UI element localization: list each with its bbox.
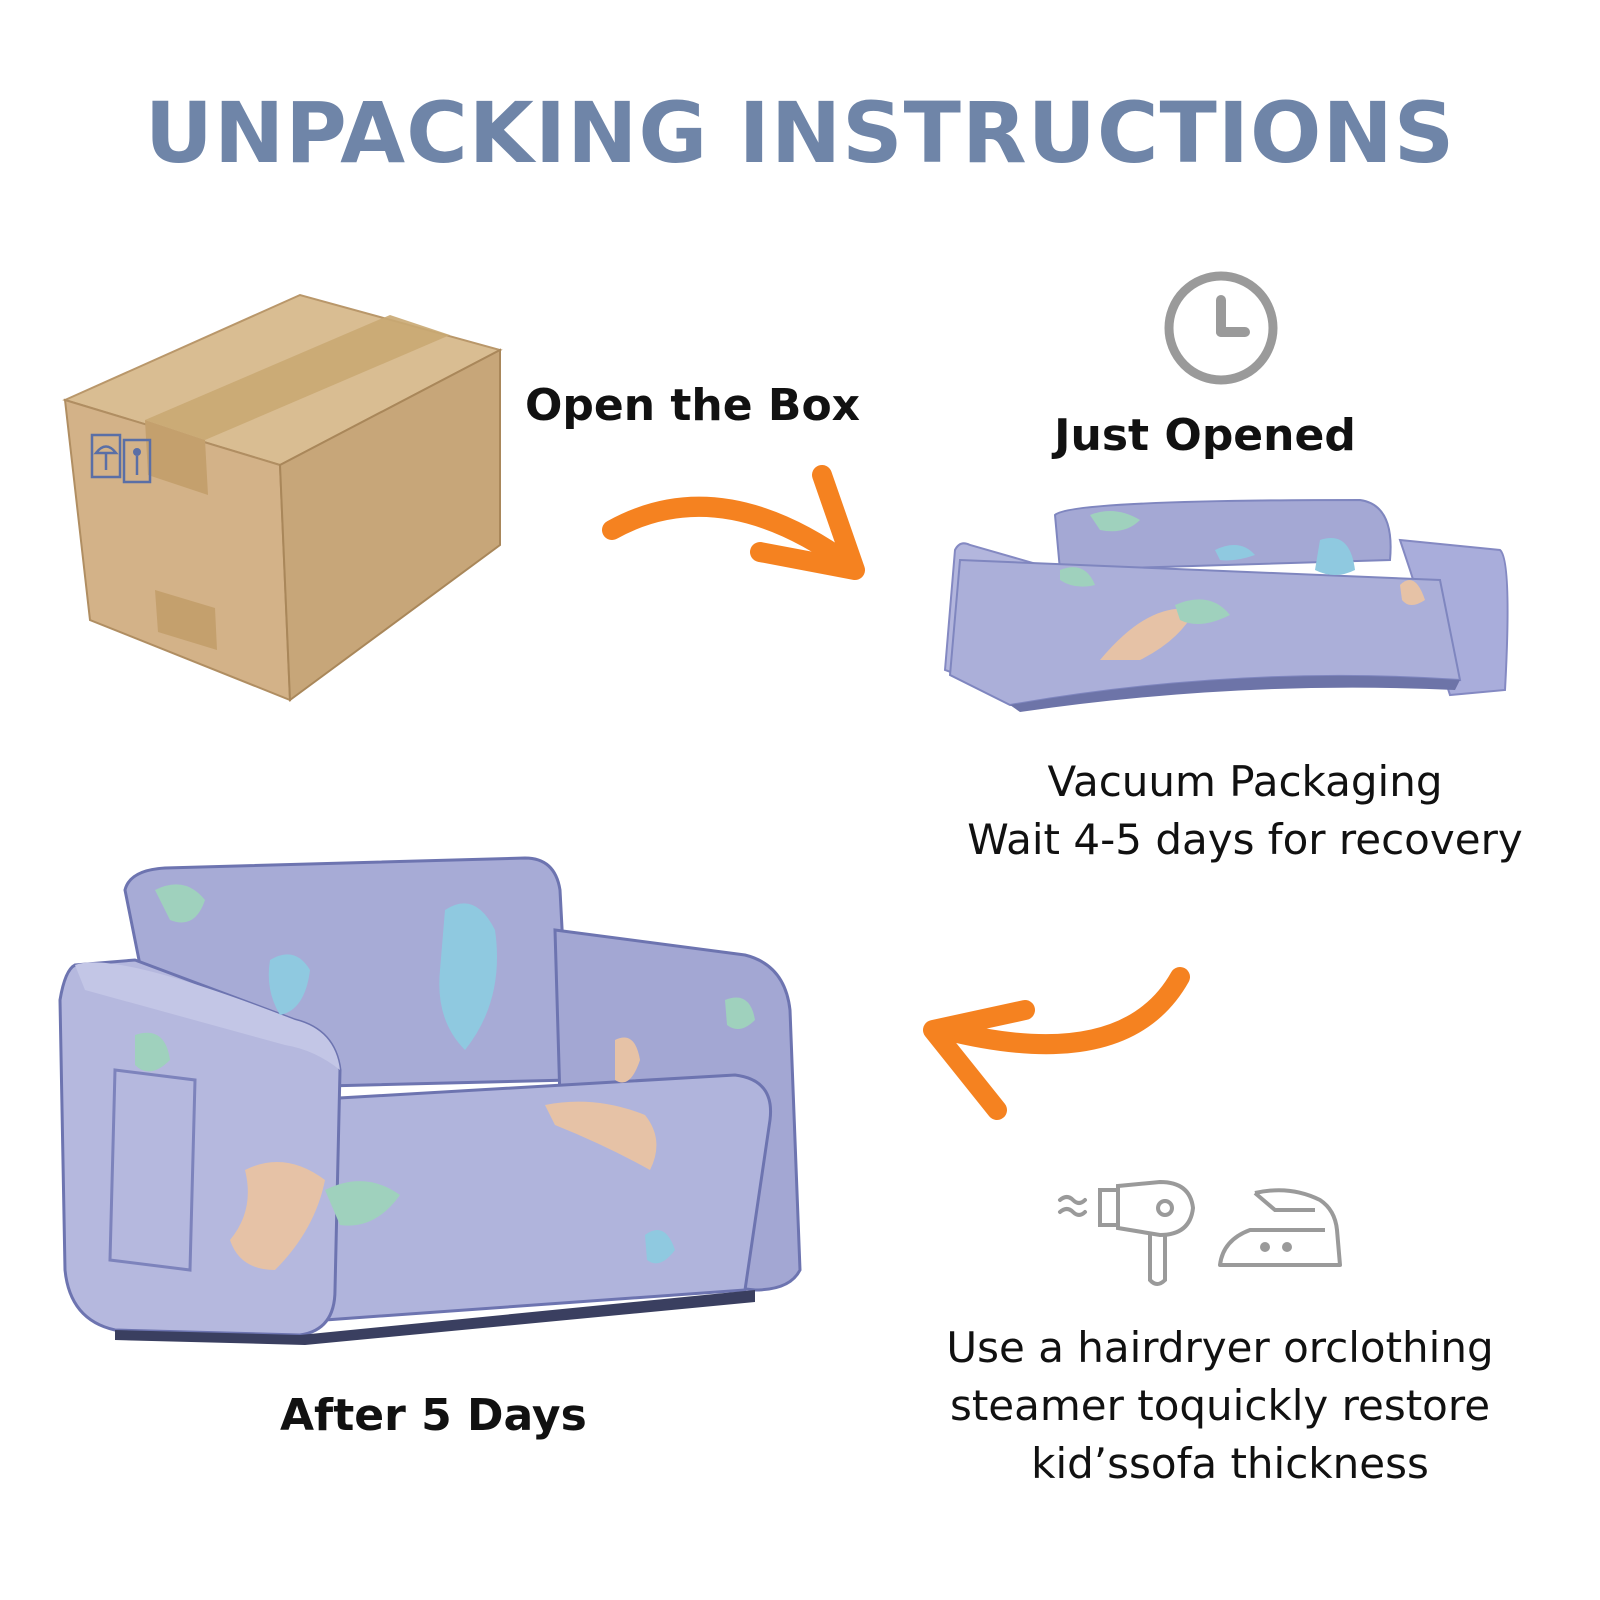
clock-icon [1163, 270, 1283, 390]
recovery-wait-text: Wait 4-5 days for recovery [967, 815, 1523, 864]
after-5-days-label: After 5 Days [280, 1390, 587, 1441]
arrow-right-icon [600, 460, 880, 600]
page-title: UNPACKING INSTRUCTIONS [144, 84, 1456, 182]
hairdryer-tip-line-2: steamer toquickly restore [949, 1381, 1491, 1430]
clothes-iron-icon [1215, 1185, 1345, 1275]
hairdryer-tip-line-3: kid’ssofa thickness [1031, 1439, 1429, 1488]
vacuum-packaging-text: Vacuum Packaging [1047, 757, 1443, 806]
hairdryer-tip-line-1: Use a hairdryer orclothing [946, 1323, 1494, 1372]
compressed-sofa-image [940, 490, 1520, 720]
shipping-box-image [60, 290, 510, 710]
hair-dryer-icon [1055, 1179, 1200, 1290]
arrow-left-icon [915, 965, 1205, 1125]
restored-sofa-image [55, 850, 825, 1350]
just-opened-label: Just Opened [1054, 410, 1356, 461]
open-box-label: Open the Box [525, 380, 861, 431]
